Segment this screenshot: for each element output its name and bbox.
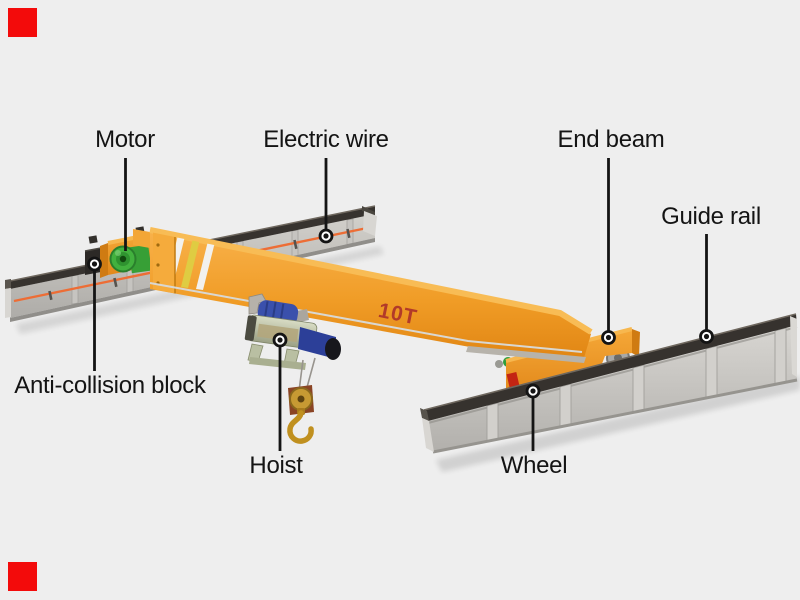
near-rail-shadow bbox=[436, 376, 800, 472]
girder-end-plate bbox=[153, 232, 175, 294]
near-end-beam-right-face bbox=[632, 329, 640, 357]
marker-dots bbox=[87, 228, 714, 399]
near-rail-end-face bbox=[422, 418, 434, 452]
motor-coupling bbox=[495, 360, 503, 368]
electric-wire-dot bbox=[318, 228, 334, 244]
pulley-hub bbox=[297, 395, 305, 403]
label-end-beam: End beam bbox=[557, 126, 665, 153]
near-rail-web bbox=[428, 325, 797, 452]
label-wheel: Wheel bbox=[500, 452, 568, 479]
anti-collision-block-edge bbox=[84, 247, 102, 252]
far-end-beam-left-face bbox=[100, 243, 108, 278]
girder-front-face bbox=[150, 232, 591, 358]
drum-end-cap bbox=[325, 338, 341, 360]
travel-motor bbox=[109, 245, 137, 273]
hoist-assembly bbox=[244, 293, 341, 444]
near-rail-right-end-face bbox=[790, 316, 797, 377]
near-end-beam-face bbox=[506, 329, 632, 396]
far-rail-strip-end-face bbox=[5, 279, 11, 289]
hoist-base-bar bbox=[249, 357, 306, 370]
hoist-cable-1 bbox=[298, 359, 304, 392]
label-electric-wire: Electric wire bbox=[263, 126, 389, 153]
hook bbox=[287, 410, 314, 444]
anti-collision-dot bbox=[87, 256, 102, 272]
near-rail-strip-end-face bbox=[420, 408, 429, 421]
far-rail-right-strip-end bbox=[362, 206, 375, 216]
red-marker-square-bottom bbox=[8, 562, 37, 591]
buffer-block-red bbox=[506, 372, 520, 388]
wire-clips bbox=[48, 228, 351, 301]
end-beam-dot bbox=[601, 330, 616, 345]
hoist-dot bbox=[272, 332, 288, 348]
guide-rail-dot bbox=[699, 329, 714, 344]
leader-lines bbox=[93, 158, 708, 451]
label-guide-rail: Guide rail bbox=[661, 203, 761, 230]
far-rail-right-end-face bbox=[363, 211, 377, 236]
girder-tip bbox=[133, 229, 150, 248]
girder-underside bbox=[466, 346, 586, 363]
near-rail-top-highlight bbox=[423, 313, 797, 411]
trolley-bracket-left bbox=[248, 293, 267, 315]
label-hoist: Hoist bbox=[249, 452, 303, 479]
near-rail-stiffeners bbox=[486, 327, 787, 442]
wheel-dot bbox=[525, 383, 541, 399]
far-end-beam-fitting-left bbox=[88, 235, 98, 244]
red-marker-square-top bbox=[8, 8, 37, 37]
near-rail-bottom-flange bbox=[432, 378, 798, 454]
label-anti-collision-block: Anti-collision block bbox=[14, 372, 206, 399]
hoist-cable-2 bbox=[305, 357, 316, 392]
main-girder bbox=[133, 227, 593, 363]
girder-top-face bbox=[149, 227, 593, 335]
label-motor: Motor bbox=[95, 126, 155, 153]
far-rail-end-face bbox=[5, 288, 11, 318]
